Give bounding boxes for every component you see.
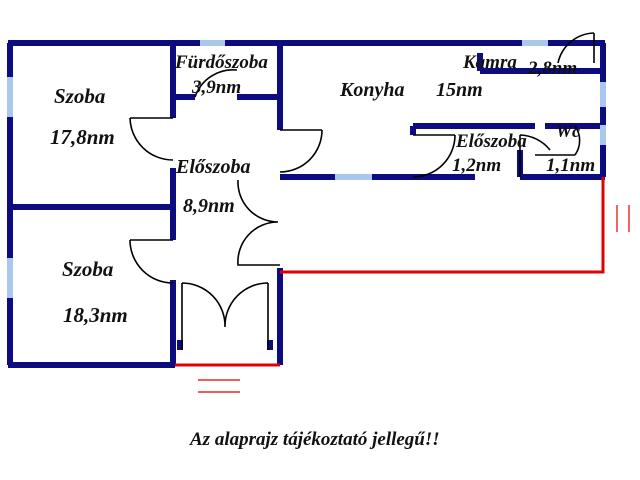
room-name-wc: Wc [556,121,580,141]
room-area-eloszoba: 8,9nm [183,195,235,217]
room-area-konyha: 15nm [436,79,483,101]
room-area-szoba-2: 18,3nm [63,303,128,327]
room-name-furdoszoba: Fürdőszoba [175,52,268,73]
disclaimer-footnote: Az alaprajz tájékoztató jellegű!! [190,429,440,450]
room-area-furdoszoba: 3,9nm [192,77,242,98]
walls [7,40,606,368]
room-name-konyha: Konyha [340,79,405,101]
room-area-wc: 1,1nm [546,155,596,176]
room-name-kamra: Kamra [463,52,517,73]
planned-extension [175,177,630,393]
room-name-eloszoba-small: Előszoba [456,131,527,152]
room-area-eloszoba-small: 1,2nm [452,155,502,176]
windows [7,40,606,298]
doors [129,32,595,350]
room-area-kamra: 2,8nm [528,58,578,79]
room-area-szoba-1: 17,8nm [50,125,115,149]
room-name-eloszoba: Előszoba [176,156,251,178]
room-name-szoba-2: Szoba [62,257,114,281]
room-name-szoba-1: Szoba [54,84,106,108]
